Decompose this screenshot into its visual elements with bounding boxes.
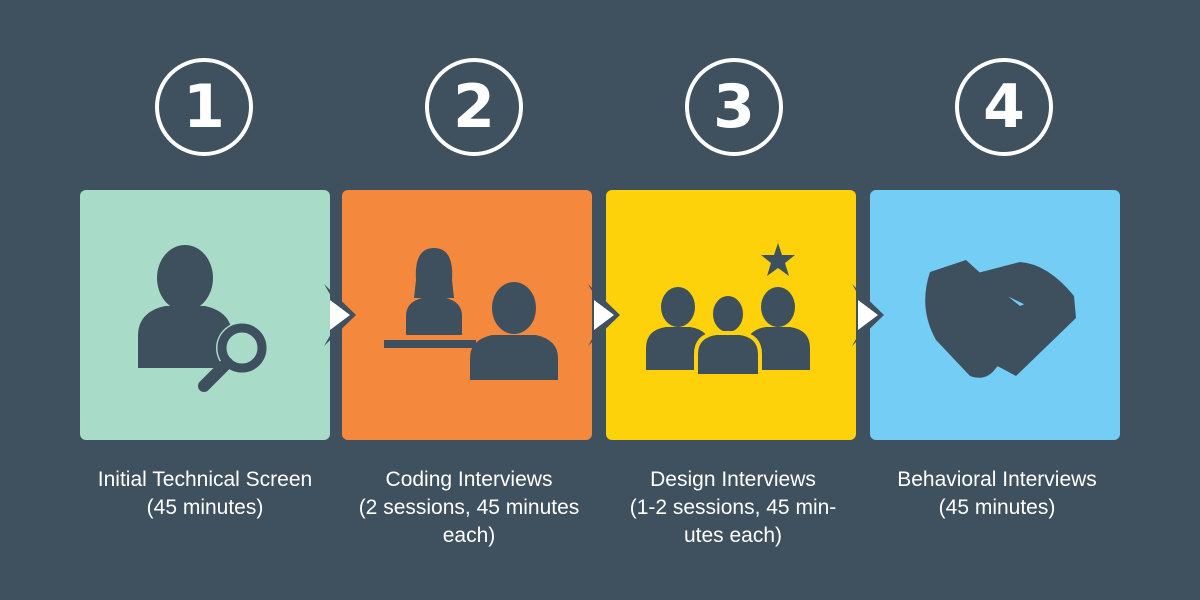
step-4-detail: (45 minutes): [938, 496, 1056, 519]
step-1-title: Initial Technical Screen: [97, 468, 313, 491]
step-2-box: [342, 190, 592, 440]
handshake-icon: [925, 260, 1076, 378]
step-2-number: 2: [425, 58, 523, 156]
step-3-title: Design Interviews: [650, 468, 816, 491]
person-search-icon: [138, 245, 268, 392]
step-4-caption: Behavioral Interviews (45 minutes): [852, 466, 1142, 522]
step-2-caption: Coding Interviews (2 sessions, 45 minute…: [324, 466, 614, 550]
step-1-number: 1: [155, 58, 253, 156]
step-1-box: [80, 190, 330, 440]
step-3-box: [606, 190, 856, 440]
step-4-title: Behavioral Interviews: [897, 468, 1097, 491]
interviewer-candidate-icon: [384, 248, 558, 380]
step-4-box: [870, 190, 1120, 440]
arrow-2-3: [588, 284, 620, 346]
arrow-1-2: [324, 284, 356, 346]
step-3-detail-cont: utes each): [683, 524, 783, 547]
step-3-detail: (1-2 sessions, 45 min-: [629, 496, 837, 519]
step-2-detail-cont: each): [442, 524, 496, 547]
step-4-number: 4: [955, 58, 1053, 156]
step-3-caption: Design Interviews (1-2 sessions, 45 min-…: [588, 466, 878, 550]
step-3-number: 3: [685, 58, 783, 156]
step-2-detail: (2 sessions, 45 minutes: [358, 496, 580, 519]
arrow-3-4: [852, 284, 884, 346]
group-star-icon: [646, 243, 810, 378]
step-2-title: Coding Interviews: [385, 468, 553, 491]
step-1-detail: (45 minutes): [146, 496, 264, 519]
step-1-caption: Initial Technical Screen (45 minutes): [60, 466, 350, 522]
